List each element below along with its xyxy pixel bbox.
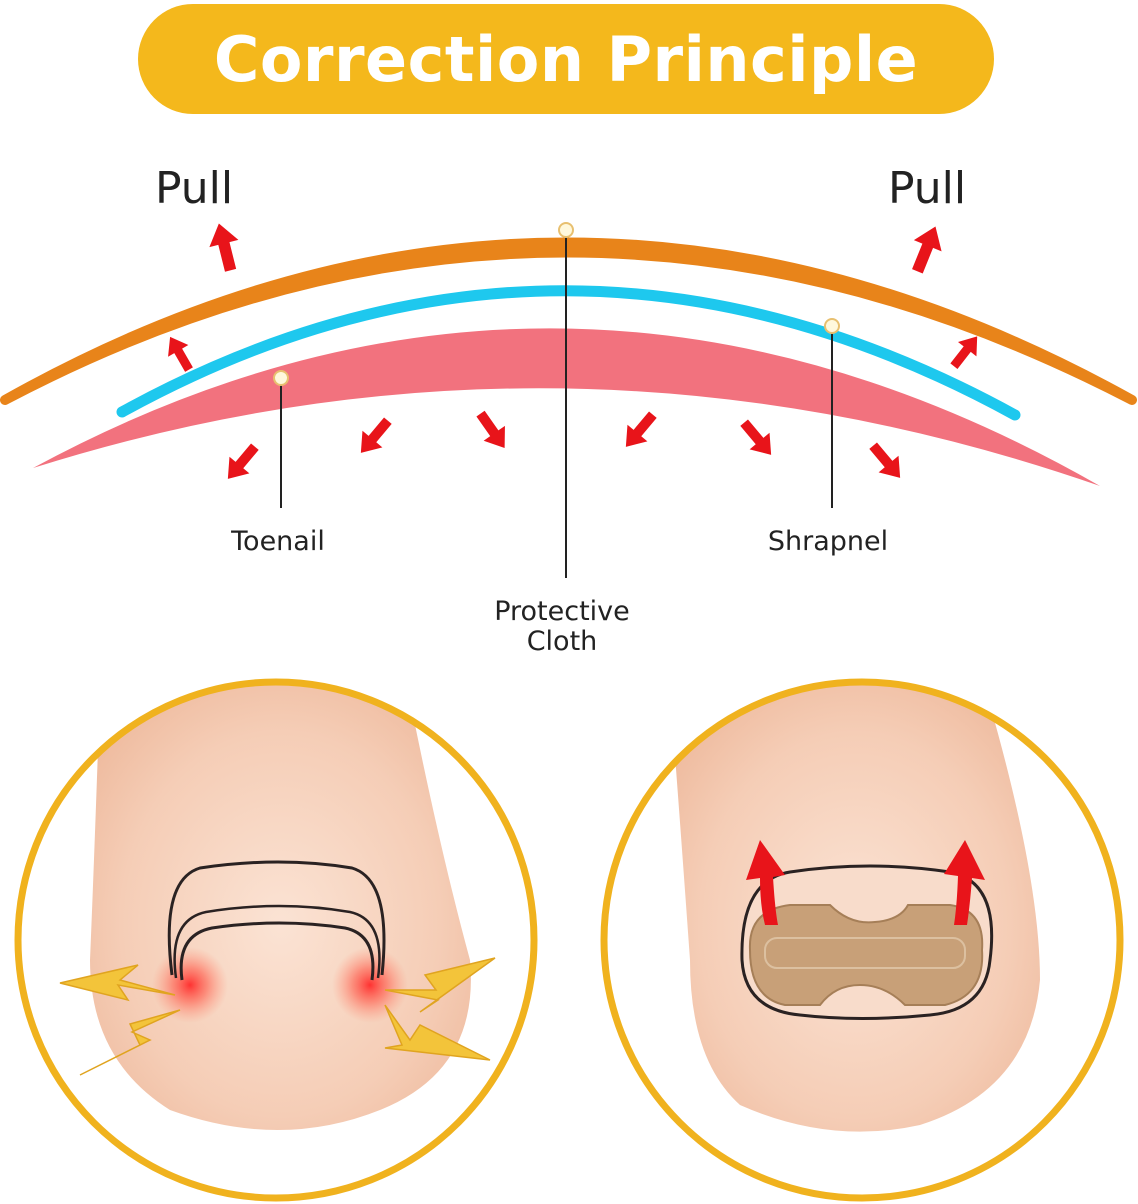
pull-label-right: Pull — [888, 163, 966, 214]
down-arrow-icon — [734, 414, 782, 464]
toenail-pointer-dot — [273, 370, 289, 386]
down-arrow-icon — [469, 406, 516, 456]
protective-cloth-label-line1: Protective — [494, 596, 630, 627]
toenail-inner-outline-2 — [173, 904, 381, 979]
up-arrow-icon — [204, 219, 246, 274]
lightning-icon — [384, 1004, 491, 1061]
shrapnel-label: Shrapnel — [768, 526, 888, 557]
down-arrow-icon — [350, 412, 398, 462]
lightning-icon — [384, 957, 496, 1013]
shrapnel-band — [0, 237, 1137, 405]
lightning-icon — [79, 1009, 181, 1076]
down-arrow-icon — [863, 437, 911, 487]
correction-patch — [748, 904, 984, 1006]
corrected-toenail-illustration — [600, 678, 1124, 1202]
toenail-inner-outline — [179, 921, 375, 981]
ingrown-toenail-illustration — [14, 678, 538, 1202]
right-circle-border — [600, 678, 1124, 1202]
toe-skin — [90, 682, 471, 1130]
toenail-outline — [167, 860, 386, 976]
protective-cloth-pointer-dot — [558, 222, 574, 238]
lightning-icon — [59, 964, 176, 1002]
up-arrow-icon — [944, 840, 985, 925]
down-arrow-icon — [217, 438, 265, 488]
title-banner: Correction Principle — [138, 4, 994, 114]
toenail-band — [33, 328, 1100, 486]
patch-inner-strip — [764, 937, 966, 969]
up-arrow-icon — [746, 840, 785, 925]
protective-cloth-label-line2: Cloth — [527, 626, 598, 657]
up-arrow-icon — [903, 220, 950, 277]
shrapnel-pointer-dot — [824, 318, 840, 334]
page-title: Correction Principle — [213, 22, 919, 96]
down-arrow-icon — [615, 406, 663, 456]
left-circle-border — [14, 678, 538, 1202]
up-arrow-icon — [159, 331, 200, 376]
toenail-label: Toenail — [230, 526, 325, 557]
pull-label-left: Pull — [155, 163, 233, 214]
